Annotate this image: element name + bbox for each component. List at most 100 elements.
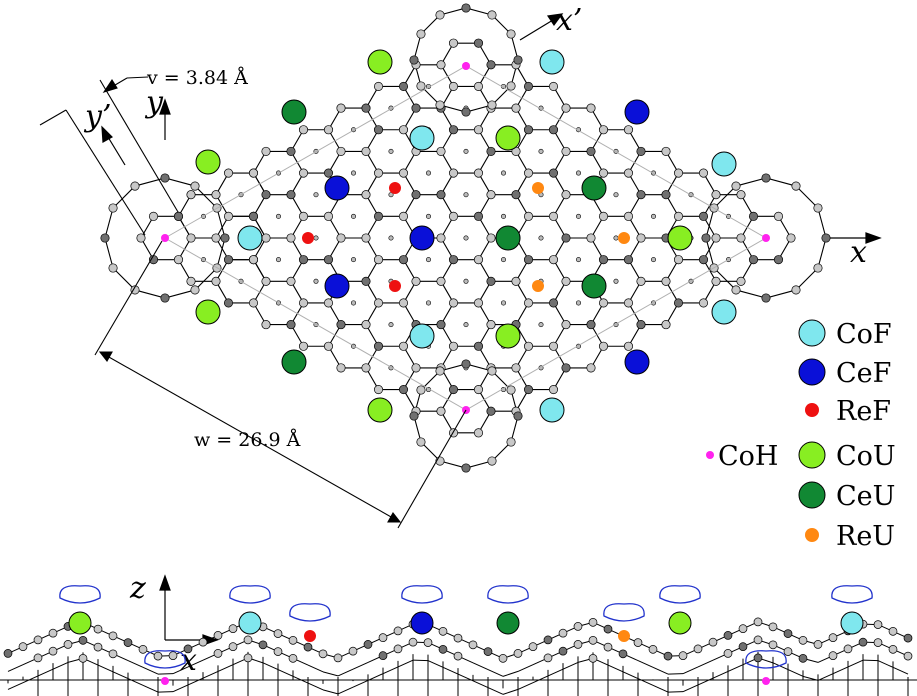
hollow-site-dot (575, 213, 581, 219)
lattice-atom (448, 211, 459, 221)
lattice-atom (186, 276, 196, 286)
lattice-atom (373, 125, 384, 135)
layer-atom (558, 646, 568, 656)
lattice-atom (473, 125, 484, 135)
layer-bond (352, 679, 369, 688)
lattice-atom (361, 363, 371, 373)
site-cof (539, 49, 565, 75)
layer-atom (588, 617, 598, 627)
layer-atom (468, 640, 478, 650)
layer-atom (33, 635, 43, 645)
lattice-atom (190, 285, 200, 295)
lattice-atom (148, 211, 159, 221)
lattice-atom (108, 203, 118, 213)
lattice-atom (486, 320, 496, 330)
site-cof (409, 323, 435, 349)
lattice-atom (286, 190, 296, 200)
hollow-site-dot (425, 170, 431, 176)
lattice-atom (298, 255, 309, 265)
layer-bond (712, 670, 729, 679)
lattice-atom (473, 81, 484, 91)
layer-atom (513, 649, 523, 658)
site-cof (711, 299, 737, 325)
lattice-atom (586, 363, 596, 373)
lattice-atom (586, 320, 596, 330)
lattice-atom (548, 255, 559, 265)
lattice-atom (636, 146, 646, 156)
layer-bond (547, 668, 564, 677)
lattice-atom (261, 276, 271, 286)
lattice-atom (323, 125, 334, 135)
hollow-site-dot (350, 300, 356, 306)
layer-bond (697, 677, 714, 686)
lattice-atom (511, 103, 521, 113)
layer-bond (697, 659, 714, 668)
lattice-atom (523, 125, 534, 135)
layer-bond (37, 668, 54, 677)
svg-text:ReF: ReF (836, 396, 891, 427)
layer-atom (723, 631, 733, 640)
layer-atom (753, 617, 763, 627)
lattice-atom (773, 211, 784, 221)
lattice-atom (100, 233, 110, 243)
hollow-site-dot (313, 192, 319, 198)
lattice-atom (298, 341, 309, 351)
layer-bond (382, 666, 399, 675)
hollow-site-dot (350, 213, 356, 219)
lattice-atom (248, 298, 259, 308)
lattice-atom (561, 190, 571, 200)
layer-bond (682, 684, 699, 693)
lattice-atom (523, 341, 534, 351)
layer-atom (78, 653, 88, 663)
lattice-atom (813, 263, 823, 273)
x-side-label: x (180, 643, 197, 678)
legend: CoF CeF ReF CoH CoU CeU ReU (706, 319, 896, 552)
lattice-atom (548, 385, 559, 395)
site-cou (195, 299, 221, 325)
legend-item-cef: CeF (798, 358, 891, 389)
lattice-atom (636, 276, 646, 286)
x-prime-label: x’ (556, 3, 582, 38)
lattice-atom (286, 146, 296, 156)
layer-atom (3, 649, 13, 658)
site-ceu (281, 349, 307, 375)
lattice-atom (673, 298, 684, 308)
lattice-atom (223, 168, 234, 178)
legend-item-ceu: CeU (798, 481, 895, 512)
lattice-atom (636, 190, 646, 200)
layer-bond (727, 664, 744, 672)
layer-bond (172, 666, 189, 675)
lattice-atom (286, 233, 296, 243)
lattice-atom (211, 276, 221, 286)
site-cou (667, 225, 693, 251)
orbital-lobe (289, 603, 331, 622)
layer-atom (528, 642, 538, 652)
lattice-atom (661, 190, 671, 200)
lattice-atom (416, 29, 426, 39)
layer-bond (502, 688, 519, 695)
lattice-atom (486, 190, 496, 200)
side-view-adsorbates (59, 585, 873, 685)
lattice-atom (398, 298, 409, 308)
lattice-atom (487, 10, 497, 20)
lattice-atom (323, 255, 334, 265)
lattice-atom (506, 81, 516, 91)
layer-atom (558, 628, 568, 638)
layer-atom (798, 653, 808, 663)
layer-atom (888, 626, 898, 636)
lattice-atom (398, 168, 409, 178)
lattice-atom (473, 385, 484, 395)
layer-atom (708, 637, 718, 647)
layer-bond (187, 677, 204, 686)
layer-atom (93, 642, 103, 652)
hollow-site-dot (613, 192, 619, 198)
hollow-site-dot (388, 192, 394, 198)
lattice-atom (548, 341, 559, 351)
layer-atom (888, 644, 898, 654)
lattice-atom (448, 168, 459, 178)
lattice-atom (506, 385, 516, 395)
layer-atom (693, 644, 703, 654)
layer-atom (768, 622, 778, 632)
layer-bond (787, 669, 804, 677)
